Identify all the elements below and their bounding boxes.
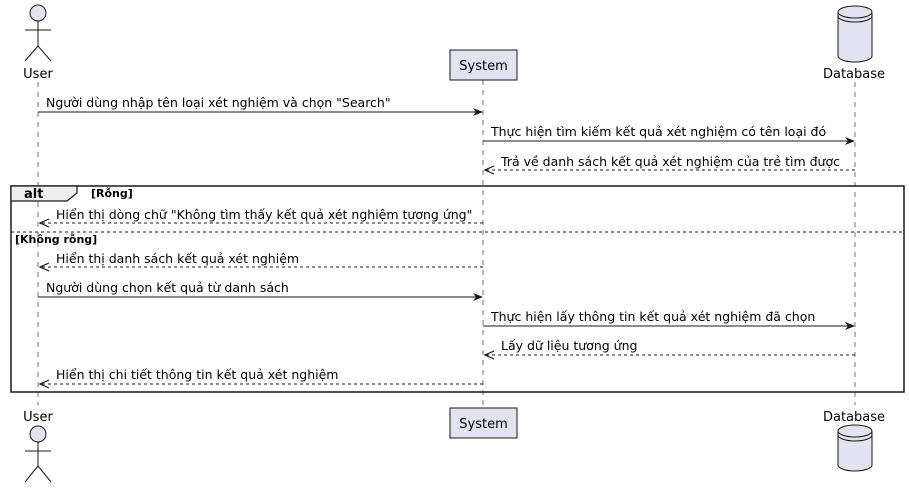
user-label-bottom: User: [23, 410, 53, 425]
database-icon-bottom: [837, 424, 873, 472]
user-actor-icon-bottom: [24, 425, 52, 483]
message-6-label: Người dùng chọn kết quả từ danh sách: [46, 280, 289, 295]
message-2-label: Thực hiện tìm kiếm kết quả xét nghiệm có…: [490, 124, 826, 139]
system-label-bottom: System: [459, 417, 507, 432]
alt-tab: [10, 185, 78, 202]
message-4-label: Hiển thị dòng chữ "Không tìm thấy kết qu…: [56, 207, 472, 222]
alt-fragment: [10, 185, 905, 393]
user-actor-icon: [24, 4, 52, 62]
user-label-top: User: [23, 67, 53, 82]
alt-condition-2: [Không rỗng]: [15, 233, 97, 246]
message-3-label: Trả về danh sách kết quả xét nghiệm của …: [500, 154, 840, 169]
message-9-label: Hiển thị chi tiết thông tin kết quả xét …: [56, 367, 338, 382]
system-box-bottom: [449, 407, 518, 439]
message-7-label: Thực hiện lấy thông tin kết quả xét nghi…: [490, 309, 815, 324]
system-label-top: System: [459, 59, 507, 74]
message-8-label: Lấy dữ liệu tương ứng: [501, 338, 637, 353]
database-label-top: Database: [823, 67, 885, 82]
message-5-label: Hiển thị danh sách kết quả xét nghiệm: [56, 251, 299, 266]
database-label-bottom: Database: [823, 410, 885, 425]
alt-keyword: alt: [24, 187, 43, 202]
system-box-top: [449, 49, 518, 81]
alt-condition-1: [Rỗng]: [91, 187, 133, 200]
database-icon-top: [837, 5, 873, 63]
message-1-label: Người dùng nhập tên loại xét nghiệm và c…: [46, 95, 391, 110]
